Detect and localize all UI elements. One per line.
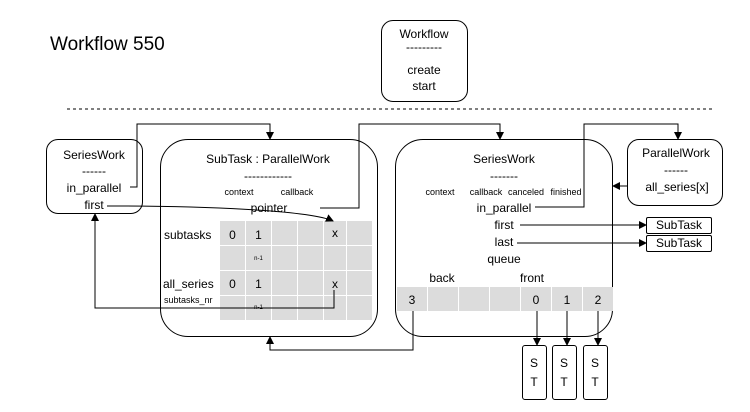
queue-cell-1: 1 xyxy=(563,293,571,307)
center-last: last xyxy=(494,235,514,249)
grid-cell xyxy=(324,246,346,270)
queue-cell xyxy=(397,287,427,311)
queue-cell xyxy=(459,287,489,311)
grid-cell xyxy=(246,246,271,270)
center-first: first xyxy=(494,218,514,232)
grid-cell xyxy=(347,246,372,270)
subtask-last-label: SubTask xyxy=(655,236,703,250)
st-box-1-s: S xyxy=(559,356,569,370)
field-context: context xyxy=(425,187,455,197)
workflow-sep: --------- xyxy=(406,40,442,54)
all-series-cell-0: 0 xyxy=(229,277,236,291)
parallel-field: all_series[x] xyxy=(645,180,709,194)
parallel-name: ParallelWork xyxy=(642,146,710,160)
subtasks-label: subtasks xyxy=(164,228,212,242)
st-box-1-t: T xyxy=(560,375,568,389)
arrow-pointer-to-series xyxy=(320,123,504,209)
queue-front-label: front xyxy=(519,271,545,285)
st-box-2-s: S xyxy=(590,356,600,370)
all-series-cell-x: x xyxy=(332,277,338,291)
grid-cell xyxy=(298,221,323,245)
queue-cell-2: 2 xyxy=(594,293,602,307)
subtasks-n1: n-1 xyxy=(254,256,263,262)
arrow-back-to-subtask xyxy=(266,311,414,351)
subtask-name: SubTask : ParallelWork xyxy=(206,152,330,166)
queue-cell xyxy=(428,287,458,311)
grid-cell xyxy=(324,221,346,245)
subtasks-nr-label: subtasks_nr xyxy=(164,295,213,305)
subtasks-cell-x: x xyxy=(332,226,338,240)
center-series-box xyxy=(395,139,613,337)
all-series-label: all_series xyxy=(163,277,214,291)
grid-cell xyxy=(298,246,323,270)
grid-cell xyxy=(220,271,245,295)
grid-cell xyxy=(347,221,372,245)
grid-cell xyxy=(220,221,245,245)
grid-cell xyxy=(298,271,323,295)
workflow-name: Workflow xyxy=(399,27,449,41)
queue-cell-0: 0 xyxy=(532,293,540,307)
center-series-name: SeriesWork xyxy=(473,152,535,166)
queue-cell xyxy=(521,287,551,311)
st-box-0-t: T xyxy=(530,375,538,389)
queue-cell xyxy=(490,287,520,311)
grid-cell xyxy=(220,246,245,270)
workflow-create: create xyxy=(407,63,441,77)
arrow-all-series-x-to-left xyxy=(91,213,335,309)
left-series-first: first xyxy=(84,198,104,212)
st-box-0-s: S xyxy=(529,356,539,370)
subtasks-cell-1: 1 xyxy=(255,228,262,242)
diagram-title: Workflow 550 xyxy=(50,34,165,55)
left-series-sep: ------ xyxy=(82,164,106,178)
grid-cell xyxy=(347,296,372,320)
subtasks-cell-0: 0 xyxy=(229,228,236,242)
queue-back-label: back xyxy=(429,271,455,285)
all-series-cell-1: 1 xyxy=(255,277,262,291)
workflow-box xyxy=(381,20,468,102)
left-series-name: SeriesWork xyxy=(63,148,125,162)
subtask-sep: ------------ xyxy=(244,169,292,183)
center-queue: queue xyxy=(487,252,521,266)
grid-cell xyxy=(324,296,346,320)
queue-cell xyxy=(552,287,582,311)
arrow-in-parallel-to-subtask xyxy=(130,123,274,188)
queue-cell xyxy=(583,287,613,311)
field-canceled: canceled xyxy=(507,187,545,197)
parallel-sep: ------ xyxy=(664,163,688,177)
grid-cell xyxy=(324,271,346,295)
subtask-context: context xyxy=(224,187,254,197)
grid-cell xyxy=(347,271,372,295)
field-callback: callback xyxy=(469,187,503,197)
queue-cell-3: 3 xyxy=(408,293,416,307)
grid-cell xyxy=(246,221,271,245)
field-finished: finished xyxy=(550,187,582,197)
st-box-2-t: T xyxy=(591,375,599,389)
subtask-pointer: pointer xyxy=(250,201,288,215)
subtask-first-label: SubTask xyxy=(655,218,703,232)
left-series-in-parallel: in_parallel xyxy=(66,181,122,195)
workflow-start: start xyxy=(412,79,436,93)
arrow-first-to-subtask-x xyxy=(106,205,334,222)
grid-cell xyxy=(272,271,297,295)
grid-cell xyxy=(246,271,271,295)
center-in-parallel: in_parallel xyxy=(476,201,532,215)
grid-cell xyxy=(272,246,297,270)
center-series-sep: ------- xyxy=(490,169,518,183)
arrow-in-parallel-to-parallel xyxy=(535,123,682,208)
subtask-callback: callback xyxy=(280,187,314,197)
grid-cell xyxy=(272,221,297,245)
